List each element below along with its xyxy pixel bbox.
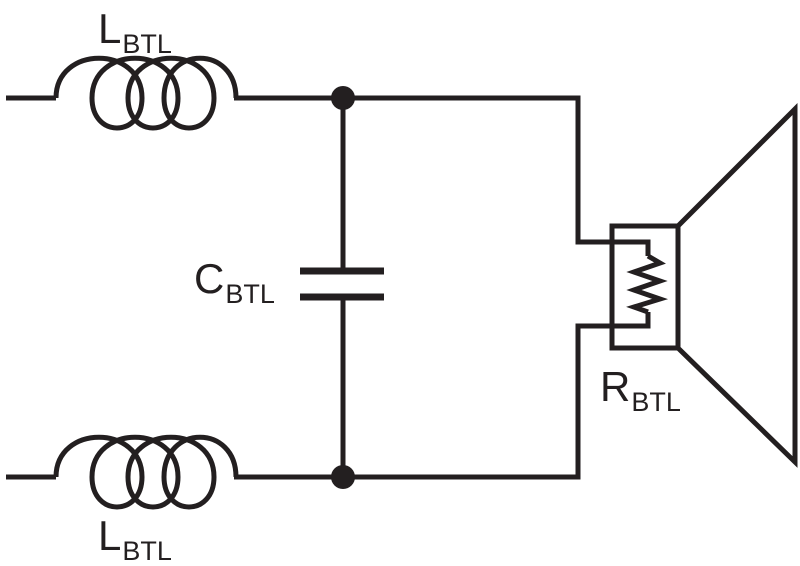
bottom-inductor-label: LBTL (98, 512, 172, 565)
label-subscript: BTL (122, 536, 172, 566)
label-subscript: BTL (122, 29, 172, 59)
bottom-output-wire (234, 323, 612, 480)
speaker-cone (676, 102, 798, 468)
label-symbol: C (194, 255, 225, 302)
label-symbol: L (98, 5, 122, 52)
top-output-wire (234, 95, 612, 245)
top-inductor-label: LBTL (98, 5, 172, 58)
resistor-label: RBTL (600, 363, 681, 416)
bottom-junction-node (331, 465, 355, 489)
top-inductor-coil (53, 55, 239, 131)
label-subscript: BTL (225, 279, 275, 309)
label-symbol: L (98, 512, 122, 559)
resistor-wiring (612, 239, 651, 329)
speaker-magnet-box (609, 223, 681, 351)
resistor-zigzag (626, 253, 669, 315)
capacitor-label: CBTL (194, 255, 275, 308)
top-junction-node (331, 86, 355, 110)
label-subscript: BTL (631, 387, 681, 417)
label-symbol: R (600, 363, 631, 410)
bottom-inductor-coil (53, 434, 239, 510)
